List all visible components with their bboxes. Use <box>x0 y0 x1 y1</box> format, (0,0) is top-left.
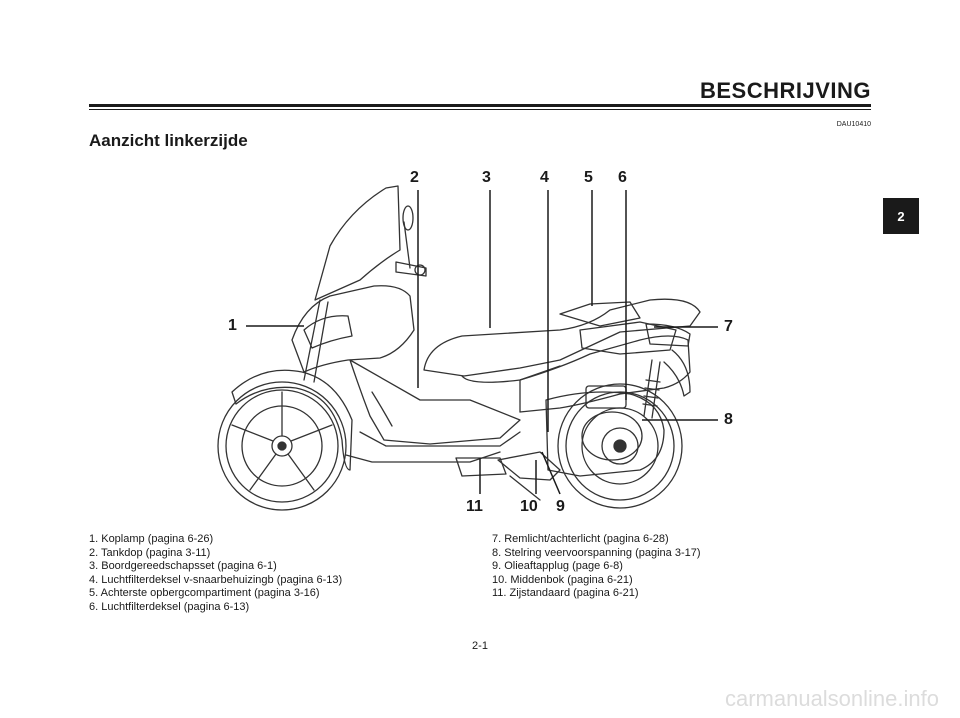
legend-item-11: 11. Zijstandaard (pagina 6-21) <box>492 587 639 600</box>
legend-item-7: 7. Remlicht/achterlicht (pagina 6-28) <box>492 533 669 545</box>
legend-item-6: 6. Luchtfilterdeksel (pagina 6-13) <box>89 600 250 613</box>
callout-1: 1 <box>228 317 237 334</box>
legend-item-8: 8. Stelring veervoorspanning (pagina 3-1… <box>492 546 701 559</box>
callout-10: 10 <box>520 498 538 515</box>
legend-item-5: 5. Achterste opbergcompartiment (pagina … <box>89 587 320 600</box>
callout-7: 7 <box>724 318 733 335</box>
callout-6: 6 <box>618 169 627 186</box>
callout-2: 2 <box>410 169 419 186</box>
chapter-tab[interactable]: 2 <box>883 198 919 234</box>
callout-11: 11 <box>466 498 483 515</box>
header-rule-thin <box>89 109 871 110</box>
callout-8: 8 <box>724 411 733 428</box>
legend-left: 1. Koplamp (pagina 6-26) 2. Tankdop (pag… <box>89 533 342 615</box>
rear-wheel <box>557 383 683 509</box>
legend-item-10: 10. Middenbok (pagina 6-21) <box>492 573 633 586</box>
callout-4: 4 <box>540 169 549 186</box>
header-rule-thick <box>89 104 871 107</box>
legend-item-4: 4. Luchtfilterdeksel v-snaarbehuizingb (… <box>89 573 343 586</box>
section-title: Aanzicht linkerzijde <box>89 131 248 150</box>
legend-item-9: 9. Olieaftapplug (page 6-8) <box>492 560 623 573</box>
legend-item-1: 1. Koplamp (pagina 6-26) <box>89 533 214 545</box>
callout-3: 3 <box>482 169 491 186</box>
legend-right: 7. Remlicht/achterlicht (pagina 6-28) 8.… <box>492 533 701 601</box>
legend-item-3: 3. Boordgereedschapsset (pagina 6-1) <box>89 560 277 573</box>
callout-9: 9 <box>556 498 565 515</box>
header-title: BESCHRIJVING <box>699 78 871 103</box>
watermark[interactable]: carmanualsonline.info <box>724 686 939 711</box>
legend-item-2: 2. Tankdop (pagina 3-11) <box>89 546 211 559</box>
page-number: 2-1 <box>472 640 488 652</box>
front-wheel <box>217 381 347 511</box>
doc-code: DAU10410 <box>836 121 871 128</box>
callout-5: 5 <box>584 169 593 186</box>
